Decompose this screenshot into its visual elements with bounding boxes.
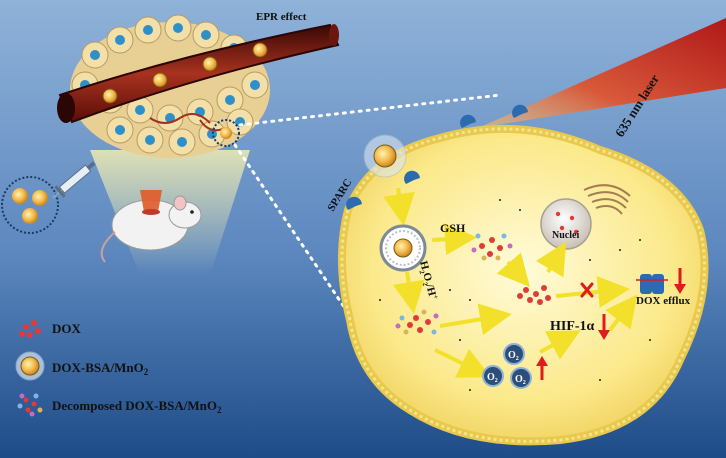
legend-decomposed-label: Decomposed DOX-BSA/MnO2 bbox=[52, 398, 222, 415]
svg-text:H2O2/H+: H2O2/H+ bbox=[415, 259, 440, 301]
h2o2-label: H2O2/H+ bbox=[415, 259, 440, 301]
down-arrow-icon bbox=[674, 268, 686, 294]
zoom-line-bottom bbox=[233, 143, 402, 392]
down-arrow-icon bbox=[598, 314, 610, 340]
legend: DOX DOX-BSA/MnO2 Decomposed DOX-BSA/MnO2 bbox=[15, 320, 222, 417]
svg-text:O2: O2 bbox=[508, 350, 519, 362]
released-dox bbox=[517, 285, 551, 305]
laser-cone bbox=[478, 18, 726, 128]
nucleus bbox=[540, 198, 592, 250]
legend-decomposed-icon bbox=[17, 393, 43, 417]
gsh-label: GSH bbox=[440, 221, 466, 235]
cytoplasm-dots bbox=[379, 199, 651, 391]
sparc-receptor-icon bbox=[346, 104, 528, 210]
up-arrow-icon bbox=[536, 356, 548, 380]
svg-text:O2: O2 bbox=[487, 372, 498, 384]
zoom-line-top bbox=[238, 93, 502, 127]
decomposed-cluster-left bbox=[395, 309, 439, 335]
endosome bbox=[379, 224, 427, 272]
red-x-icon bbox=[580, 282, 594, 298]
oxygen-bubbles: O2 O2 O2 bbox=[482, 343, 532, 389]
golgi-apparatus bbox=[583, 184, 631, 215]
hif-label: HIF-1α bbox=[550, 319, 595, 334]
dox-efflux-label: DOX efflux bbox=[636, 295, 691, 307]
mouse-icon bbox=[100, 190, 202, 263]
legend-dox-icon bbox=[19, 320, 41, 338]
nuclei-label: Nuclei bbox=[552, 230, 579, 241]
svg-text:O2: O2 bbox=[515, 374, 526, 386]
legend-bsa-icon bbox=[15, 351, 45, 381]
efflux-pump-icon bbox=[636, 274, 668, 294]
injected-particles bbox=[1, 176, 59, 234]
zoom-source-circle bbox=[212, 119, 240, 147]
legend-bsa-label: DOX-BSA/MnO2 bbox=[52, 360, 149, 377]
epr-effect-label: EPR effect bbox=[256, 11, 307, 23]
nanoparticle-icon bbox=[102, 42, 268, 104]
legend-dox-label: DOX bbox=[52, 321, 82, 336]
syringe-icon bbox=[52, 161, 96, 199]
nanoparticle-binding bbox=[363, 134, 407, 178]
